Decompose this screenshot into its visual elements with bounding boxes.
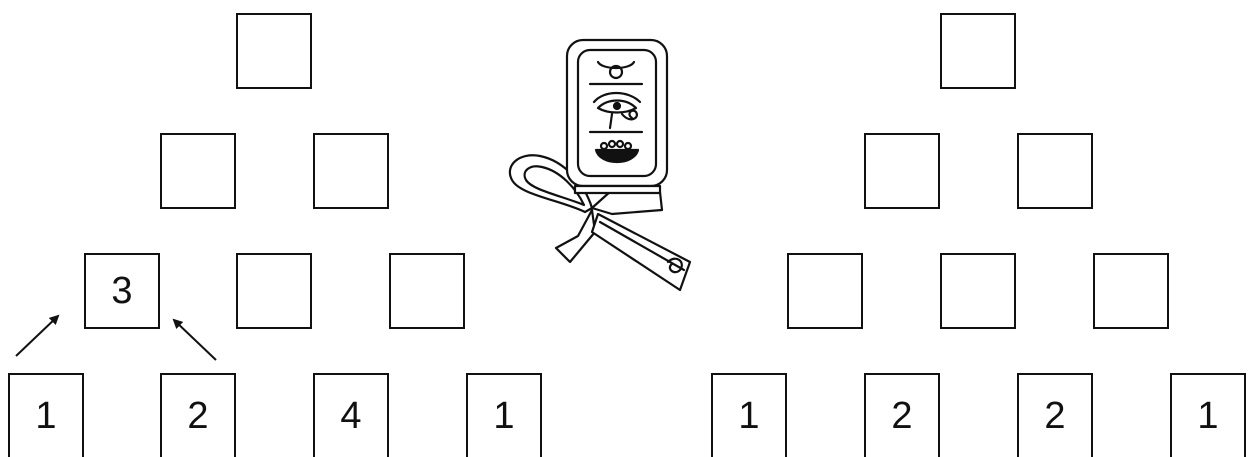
left-row4-box-3[interactable]: 4	[313, 373, 389, 457]
right-row4-box-1[interactable]: 1	[711, 373, 787, 457]
right-row3-box-2[interactable]	[940, 253, 1016, 329]
right-row1-box-1[interactable]	[940, 13, 1016, 89]
arrow-icon	[172, 318, 217, 361]
right-row4-box-4[interactable]: 1	[1170, 373, 1246, 457]
left-row2-box-1[interactable]	[160, 133, 236, 209]
right-row4-box-2[interactable]: 2	[864, 373, 940, 457]
left-row1-box-1[interactable]	[236, 13, 312, 89]
right-row2-box-2[interactable]	[1017, 133, 1093, 209]
left-row4-box-4[interactable]: 1	[466, 373, 542, 457]
right-row4-box-3[interactable]: 2	[1017, 373, 1093, 457]
left-row2-box-2[interactable]	[313, 133, 389, 209]
left-row4-box-1[interactable]: 1	[8, 373, 84, 457]
left-row3-box-2[interactable]	[236, 253, 312, 329]
right-row2-box-1[interactable]	[864, 133, 940, 209]
left-row4-box-2[interactable]: 2	[160, 373, 236, 457]
right-row3-box-1[interactable]	[787, 253, 863, 329]
left-row3-box-3[interactable]	[389, 253, 465, 329]
right-row3-box-3[interactable]	[1093, 253, 1169, 329]
left-row3-box-1[interactable]: 3	[84, 253, 160, 329]
arrow-icon	[15, 314, 60, 357]
